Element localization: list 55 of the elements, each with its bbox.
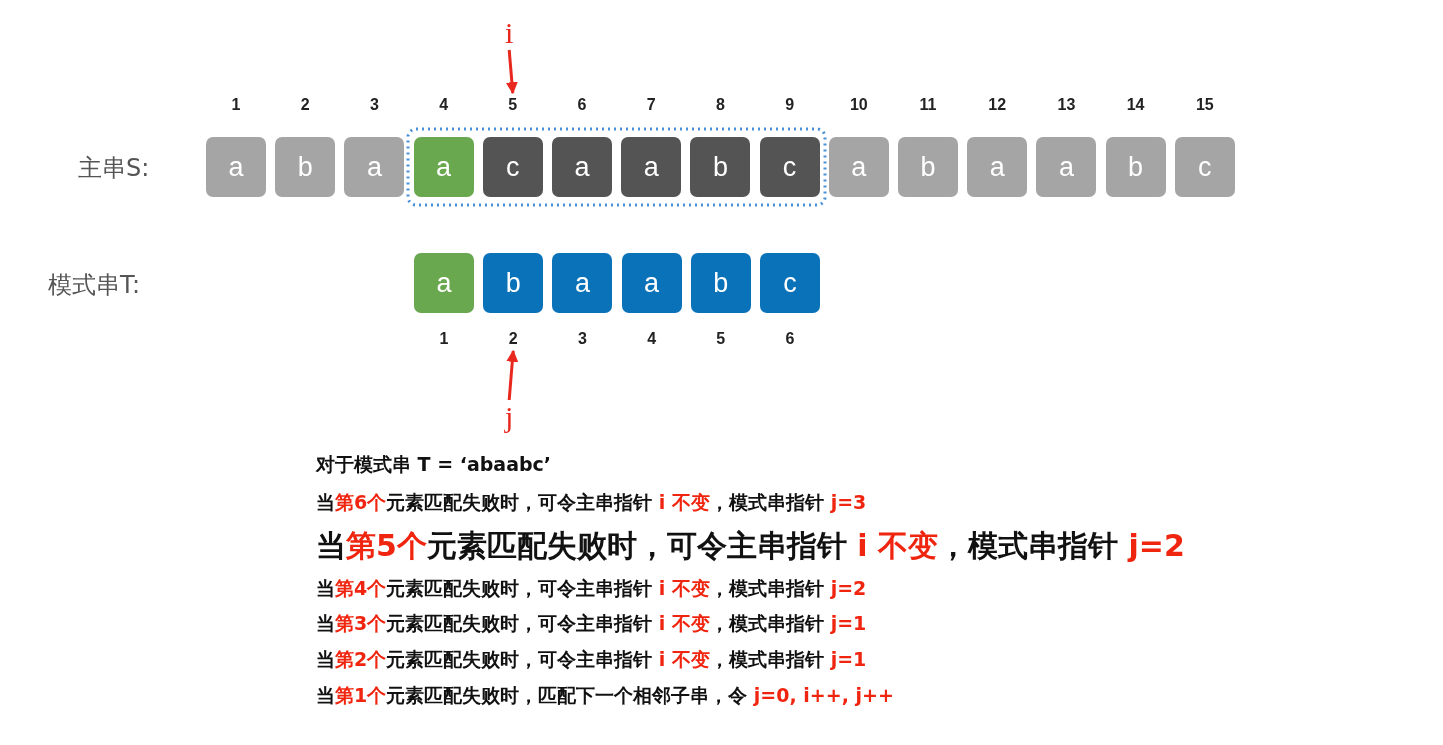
pointer-arrow (505, 49, 518, 95)
character-tile: c (759, 137, 820, 197)
character-tile: a (552, 137, 612, 197)
rule-text: 当第1个元素匹配失败时，匹配下一个相邻子串，令 j=0, i++, j++ (316, 683, 894, 708)
character-tile: a (621, 137, 682, 197)
index-number: 15 (1195, 95, 1214, 115)
character-tile: b (898, 137, 958, 197)
index-number: 2 (300, 95, 310, 115)
rule-text: 当第2个元素匹配失败时，可令主串指针 i 不变，模式串指针 j=1 (316, 647, 867, 672)
character-tile: b (483, 253, 544, 313)
index-number: 5 (508, 95, 518, 115)
rule-text: 当第3个元素匹配失败时，可令主串指针 i 不变，模式串指针 j=1 (316, 611, 867, 636)
character-tile: c (482, 137, 543, 197)
index-number: 10 (849, 95, 868, 115)
index-number: 4 (439, 95, 449, 115)
character-tile: a (621, 253, 682, 313)
character-tile: c (1174, 137, 1235, 197)
index-number: 8 (715, 95, 725, 115)
character-tile: a (206, 137, 266, 197)
rule-text: 当第6个元素匹配失败时，可令主串指针 i 不变，模式串指针 j=3 (316, 490, 867, 515)
heading-text: 对于模式串 T = ‘abaabc’ (316, 452, 552, 477)
index-number: 9 (785, 95, 795, 115)
character-tile: a (967, 137, 1028, 197)
row-label: 主串S: (78, 153, 150, 184)
pointer-label: i (505, 18, 514, 48)
index-number: 12 (988, 95, 1007, 115)
character-tile: a (1036, 137, 1097, 197)
index-number: 7 (646, 95, 656, 115)
pointer-label: j (505, 402, 514, 432)
index-number: 14 (1126, 95, 1145, 115)
index-number: 11 (919, 95, 937, 115)
row-label: 模式串T: (48, 270, 141, 301)
character-tile: a (413, 137, 474, 197)
index-number: 3 (577, 329, 587, 349)
character-tile: c (760, 253, 820, 313)
rule-text: 当第4个元素匹配失败时，可令主串指针 i 不变，模式串指针 j=2 (316, 576, 867, 601)
character-tile: b (690, 253, 751, 313)
character-tile: a (828, 137, 889, 197)
character-tile: a (414, 253, 474, 313)
index-number: 1 (231, 95, 241, 115)
index-number: 4 (647, 329, 657, 349)
index-number: 6 (577, 95, 587, 115)
index-number: 3 (369, 95, 379, 115)
character-tile: b (275, 137, 336, 197)
index-number: 2 (508, 329, 518, 349)
index-number: 1 (439, 329, 449, 349)
pointer-arrow (506, 349, 519, 401)
character-tile: a (552, 253, 613, 313)
index-number: 6 (785, 329, 795, 349)
index-number: 5 (716, 329, 726, 349)
character-tile: a (344, 137, 405, 197)
character-tile: b (690, 137, 751, 197)
rule-text: 当第5个元素匹配失败时，可令主串指针 i 不变，模式串指针 j=2 (316, 527, 1185, 565)
character-tile: b (1105, 137, 1166, 197)
index-number: 13 (1057, 95, 1076, 115)
